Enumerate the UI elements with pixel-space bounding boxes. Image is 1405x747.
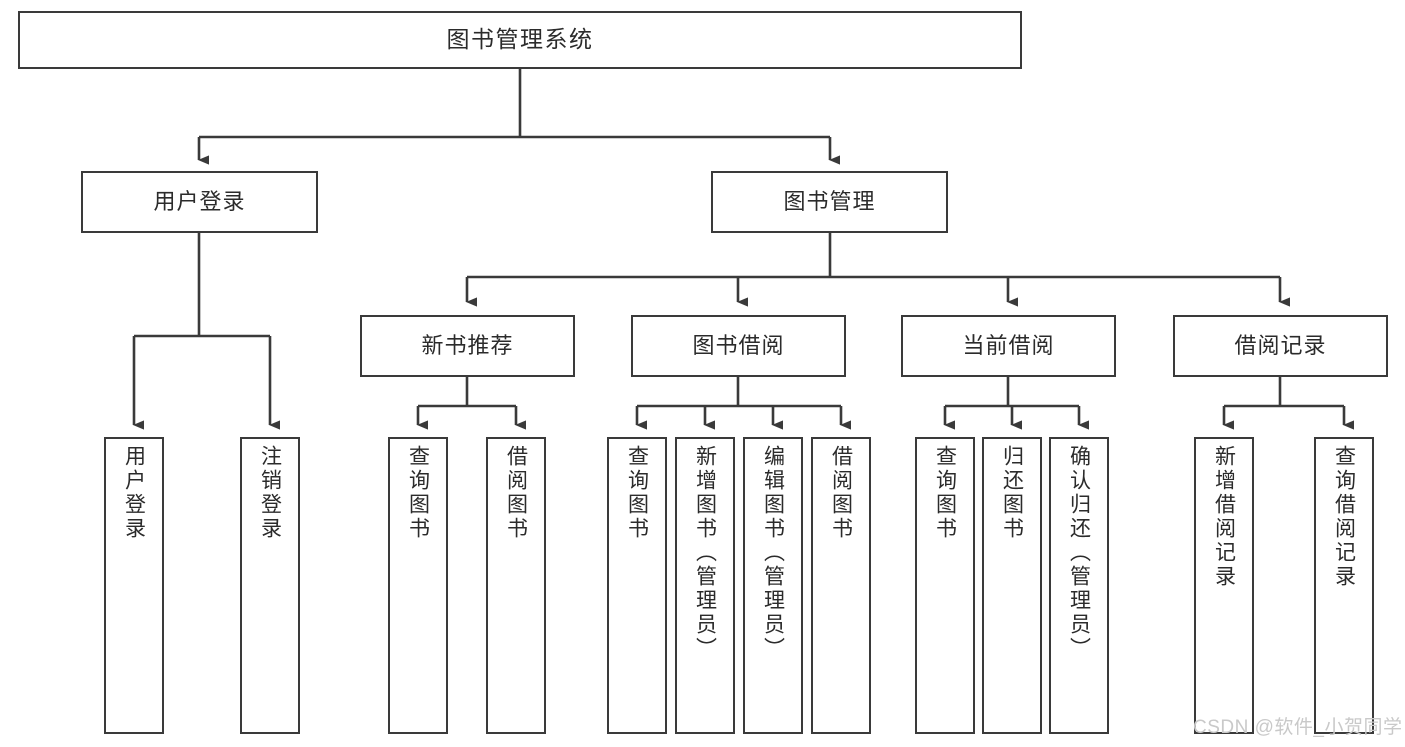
leaf-user-login-logout[interactable]: 注销登录 — [240, 437, 300, 734]
node-root-system[interactable]: 图书管理系统 — [18, 11, 1022, 69]
node-label: 查询图书 — [625, 445, 649, 541]
node-label: 查询借阅记录 — [1332, 445, 1356, 589]
leaf-new-book-borrow[interactable]: 借阅图书 — [486, 437, 546, 734]
node-label: 查询图书 — [406, 445, 430, 541]
node-label: 图书管理系统 — [446, 26, 594, 53]
leaf-book-borrow-add[interactable]: 新增图书（管理员） — [675, 437, 735, 734]
leaf-book-borrow-query[interactable]: 查询图书 — [607, 437, 667, 734]
leaf-book-borrow-borrow[interactable]: 借阅图书 — [811, 437, 871, 734]
leaf-book-borrow-edit[interactable]: 编辑图书（管理员） — [743, 437, 803, 734]
node-user-login[interactable]: 用户登录 — [81, 171, 318, 233]
node-label: 新书推荐 — [421, 333, 514, 359]
node-new-book-recommend[interactable]: 新书推荐 — [360, 315, 575, 377]
csdn-watermark: CSDN @软件_小贺同学 — [1193, 717, 1403, 738]
node-label: 编辑图书（管理员） — [761, 445, 785, 661]
node-label: 用户登录 — [122, 445, 146, 541]
node-label: 用户登录 — [153, 189, 246, 215]
node-label: 借阅记录 — [1234, 333, 1327, 359]
leaf-current-borrow-query[interactable]: 查询图书 — [915, 437, 975, 734]
leaf-new-book-query[interactable]: 查询图书 — [388, 437, 448, 734]
node-borrow-record[interactable]: 借阅记录 — [1173, 315, 1388, 377]
node-label: 归还图书 — [1000, 445, 1024, 541]
node-label: 新增图书（管理员） — [693, 445, 717, 661]
node-label: 图书管理 — [783, 189, 876, 215]
node-book-management[interactable]: 图书管理 — [711, 171, 948, 233]
node-label: 借阅图书 — [829, 445, 853, 541]
node-label: 注销登录 — [258, 445, 282, 541]
leaf-current-borrow-return[interactable]: 归还图书 — [982, 437, 1042, 734]
leaf-user-login-login[interactable]: 用户登录 — [104, 437, 164, 734]
node-current-borrow[interactable]: 当前借阅 — [901, 315, 1116, 377]
node-label: 确认归还（管理员） — [1067, 445, 1091, 661]
leaf-borrow-record-add[interactable]: 新增借阅记录 — [1194, 437, 1254, 734]
node-label: 当前借阅 — [962, 333, 1055, 359]
leaf-current-borrow-confirm-return[interactable]: 确认归还（管理员） — [1049, 437, 1109, 734]
node-label: 图书借阅 — [692, 333, 785, 359]
leaf-borrow-record-query[interactable]: 查询借阅记录 — [1314, 437, 1374, 734]
node-label: 查询图书 — [933, 445, 957, 541]
node-book-borrow[interactable]: 图书借阅 — [631, 315, 846, 377]
node-label: 借阅图书 — [504, 445, 528, 541]
node-label: 新增借阅记录 — [1212, 445, 1236, 589]
